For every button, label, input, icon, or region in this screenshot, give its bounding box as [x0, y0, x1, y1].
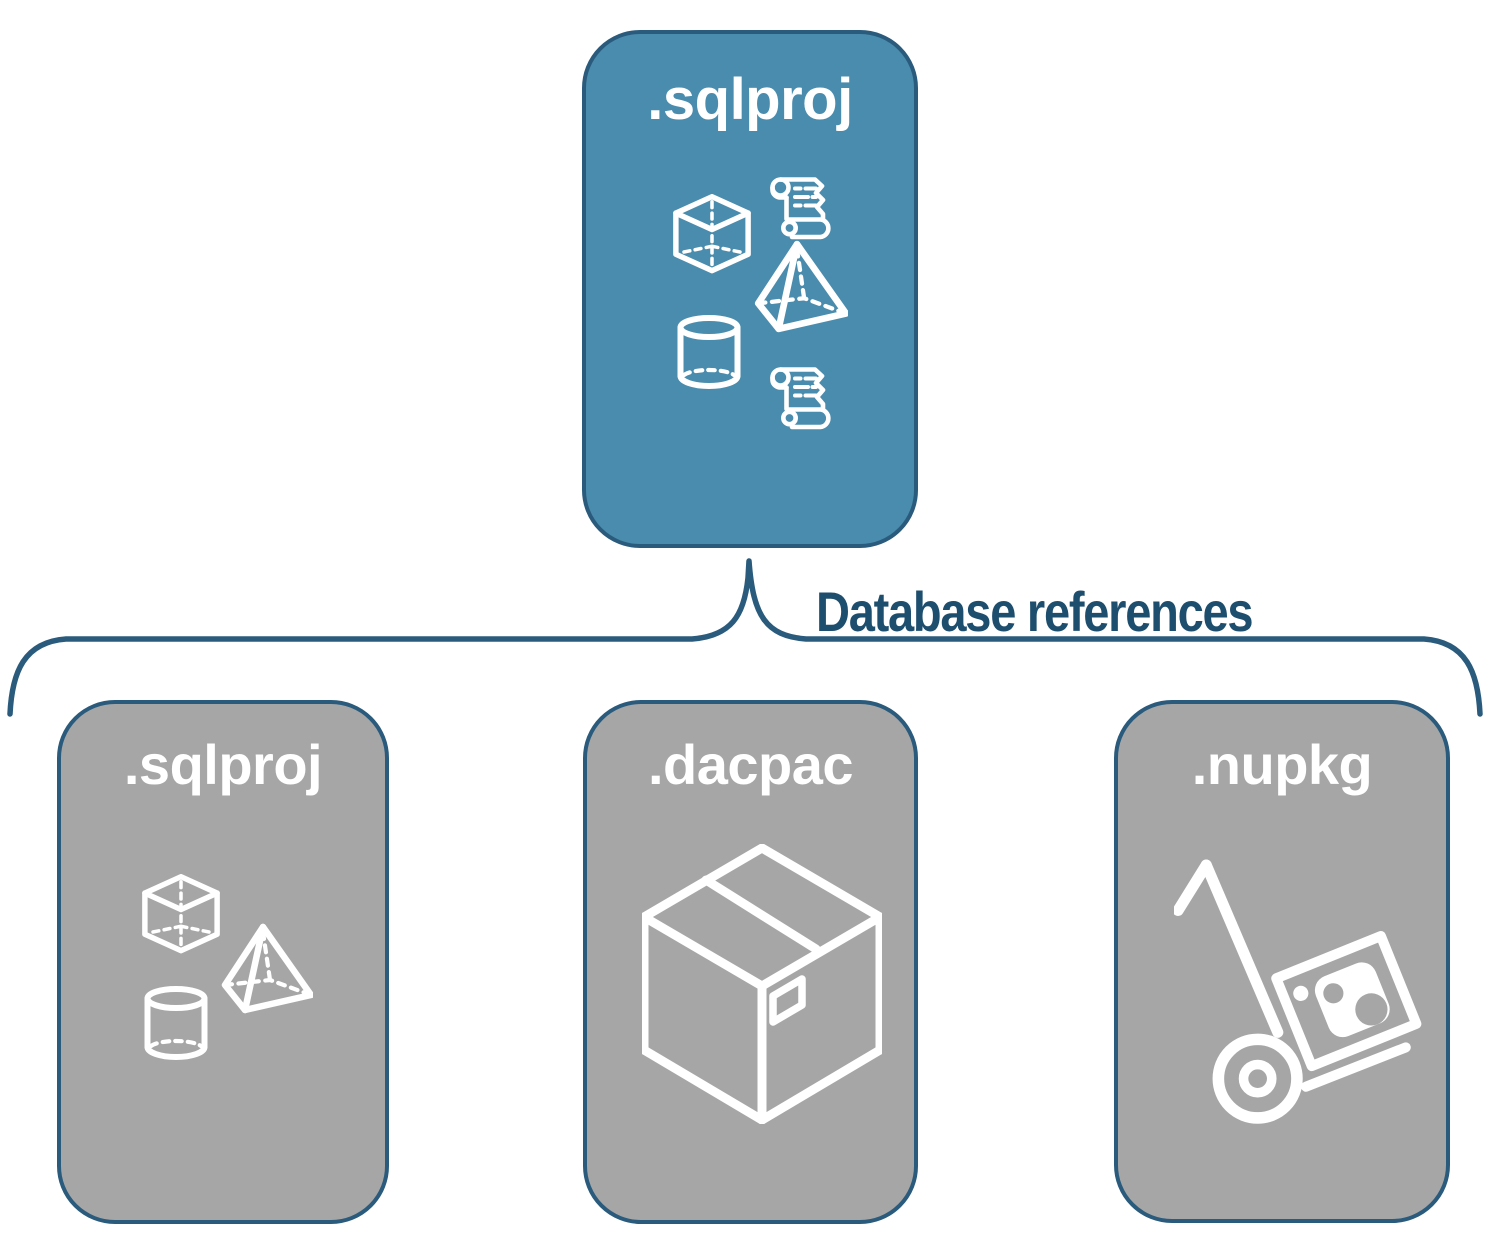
package-box-icon [642, 844, 882, 1124]
node-nupkg: .nupkg [1114, 700, 1450, 1223]
node-label: .nupkg [1191, 733, 1373, 796]
node-dacpac: .dacpac [583, 700, 918, 1224]
node-label: .sqlproj [647, 67, 853, 132]
connector-label: Database references [816, 580, 1254, 643]
pyramid-icon [213, 922, 313, 1014]
node-label: .sqlproj [123, 733, 323, 796]
cube-icon [139, 874, 223, 955]
node-label: .dacpac [647, 733, 854, 796]
node-sqlproj-child: .sqlproj [57, 700, 389, 1224]
cube-icon [670, 194, 754, 275]
hand-truck-nuget-icon [1174, 854, 1436, 1126]
scroll-icon [768, 174, 836, 244]
node-sqlproj-parent: .sqlproj [582, 30, 918, 548]
pyramid-icon [746, 239, 848, 333]
cylinder-icon [675, 314, 743, 390]
scroll-icon [768, 364, 836, 434]
cylinder-icon [142, 985, 210, 1061]
